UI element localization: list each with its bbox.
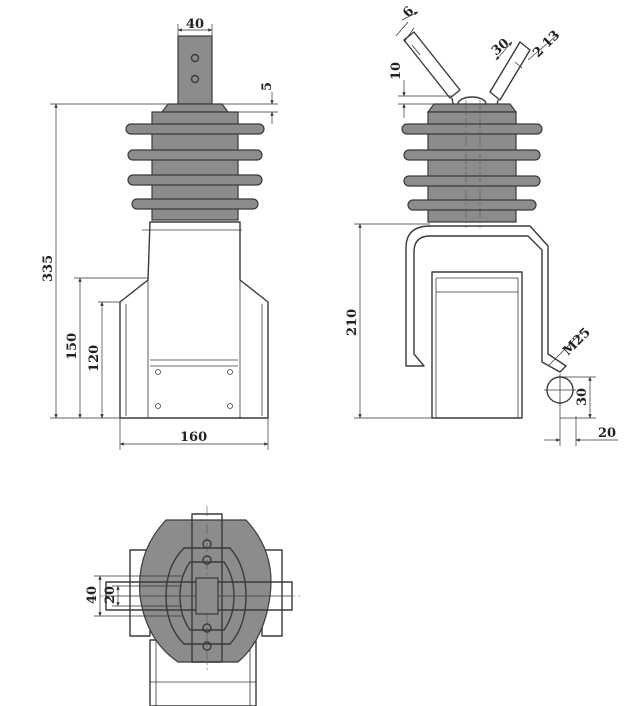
dim-lead-length: 30 [489, 36, 513, 59]
dim-bolt-height: 30 [575, 388, 590, 406]
dim-overall-height: 335 [41, 255, 56, 282]
dim-base-height-inner: 120 [87, 345, 102, 372]
front-view [119, 35, 269, 419]
dim-top-width: 40 [186, 17, 204, 32]
dim-base-width: 160 [180, 430, 207, 445]
dim-hole: 2 13 [530, 28, 563, 61]
front-top-cap [160, 103, 230, 113]
terminal-hole-upper [190, 53, 200, 63]
front-dimensions: 40 5 335 150 120 160 [41, 17, 278, 450]
side-dimensions: 6 10 30 2 13 210 M25 30 20 [345, 4, 618, 446]
dim-top-outer-width: 40 [85, 586, 100, 604]
terminal-hole-lower [190, 74, 200, 84]
dim-bolt-thread: M25 [560, 325, 594, 359]
side-main-body [405, 225, 567, 373]
side-lead-right [489, 41, 531, 101]
dim-top-inner-width: 20 [103, 586, 118, 604]
dim-bolt-offset: 20 [598, 426, 616, 441]
front-terminal-plate [177, 35, 213, 105]
dim-body-height: 210 [345, 309, 360, 336]
top-view [100, 506, 300, 706]
dim-lead-width: 6 [400, 4, 417, 21]
dim-lead-offset: 10 [389, 62, 404, 80]
side-top-cap [426, 103, 518, 113]
top-dimensions: 40 20 [85, 575, 182, 617]
front-insulator-sheds [125, 111, 265, 221]
dim-base-height-outer: 150 [65, 333, 80, 360]
side-insulator-sheds [401, 111, 543, 223]
side-view [401, 31, 576, 419]
dim-top-gap: 5 [260, 82, 275, 91]
side-lead-left [403, 31, 461, 99]
front-main-body [119, 221, 269, 419]
